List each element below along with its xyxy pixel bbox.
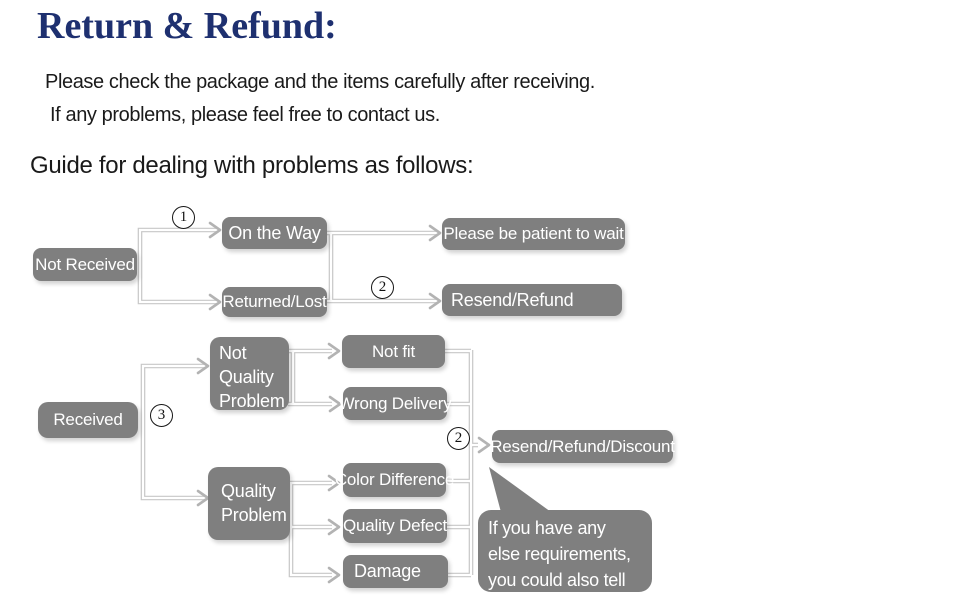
- node-not-quality-problem: Not Quality Problem: [210, 337, 289, 411]
- node-quality-defect: Quality Defect: [343, 509, 447, 543]
- bubble-tail: [489, 467, 551, 516]
- node-resend-refund: Resend/Refund: [442, 284, 622, 316]
- step-badge-3: 3: [150, 404, 173, 427]
- step-badge-1: 1: [172, 206, 195, 229]
- node-not-fit: Not fit: [342, 335, 445, 368]
- node-please-wait: Please be patient to wait: [442, 218, 625, 250]
- node-received: Received: [38, 402, 138, 438]
- step-badge-2: 2: [371, 276, 394, 299]
- intro-line-2: If any problems, please feel free to con…: [50, 104, 440, 126]
- node-not-received: Not Received: [33, 248, 137, 281]
- guide-heading: Guide for dealing with problems as follo…: [30, 152, 474, 179]
- node-wrong-delivery: Wrong Delivery: [338, 387, 452, 420]
- page-title: Return & Refund:: [37, 5, 337, 47]
- node-on-the-way: On the Way: [222, 217, 327, 249]
- step-badge-4: 2: [447, 427, 470, 450]
- note-bubble: If you have any else requirements, you c…: [478, 510, 652, 598]
- intro-line-1: Please check the package and the items c…: [45, 71, 595, 93]
- node-color-difference: Color Difference: [335, 463, 454, 497]
- node-damage: Damage: [343, 555, 448, 588]
- node-resend-refund-discount: Resend/Refund/Discount: [490, 430, 675, 463]
- node-quality-problem: Quality Problem: [208, 467, 290, 540]
- node-returned-lost: Returned/Lost: [222, 287, 327, 317]
